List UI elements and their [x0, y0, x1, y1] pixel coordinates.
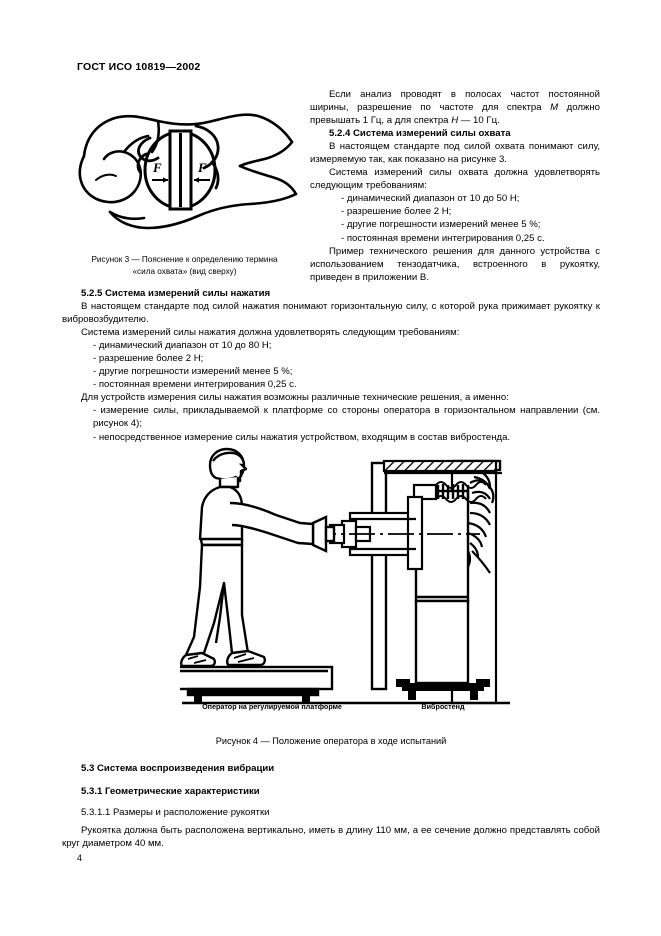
paragraph-handle-dimensions: Рукоятка должна быть расположена вертика…: [62, 825, 600, 850]
paragraph-push-requirements-intro: Система измерений силы нажатия должна уд…: [81, 327, 460, 339]
handle-shaft-assembly: [310, 495, 480, 571]
adjustable-platform: [180, 665, 334, 702]
section-5-3-1-block: 5.3.1 Геометрические характеристики: [62, 785, 600, 798]
right-column-text: Если анализ проводят в полосах частот по…: [310, 88, 600, 284]
section-5-3-block: 5.3 Система воспроизведения вибрации: [62, 762, 600, 775]
heading-5-2-4: 5.2.4 Система измерений силы охвата: [329, 128, 511, 140]
grip-bullet-1: - динамический диапазон от 10 до 50 Н;: [341, 193, 520, 205]
paragraph-push-force-def: В настоящем стандарте под силой нажатия …: [62, 301, 600, 326]
push-bullet-2: - разрешение более 2 Н;: [93, 353, 204, 365]
push-bullet-4: - постоянная времени интегрирования 0,25…: [93, 379, 297, 391]
figure-3-caption-line-2: «сила охвата» (вид сверху): [132, 267, 237, 276]
paragraph-push-solutions-intro: Для устройств измерения силы нажатия воз…: [81, 392, 509, 404]
operator-shaker-drawing: [180, 447, 510, 705]
grip-bullet-3: - другие погрешности измерений менее 5 %…: [341, 219, 541, 231]
figure-4-caption: Рисунок 4 — Положение оператора в ходе и…: [215, 736, 447, 746]
push-solution-bullet-2: - непосредственное измерение силы нажати…: [93, 431, 511, 443]
paragraph-spectrum-resolution: Если анализ проводят в полосах частот по…: [310, 88, 600, 127]
cable-bundle: [467, 470, 495, 574]
page-number: 4: [77, 853, 83, 863]
para-1-part-b: должно превышать 1 Гц, а для спектра: [310, 102, 600, 127]
figure-4-label-shaker: Вибростенд: [421, 702, 465, 711]
shaker-body: [414, 489, 470, 685]
figure-3-hand-grip-illustration: F F: [72, 92, 300, 250]
shaker-base: [396, 679, 490, 700]
section-5-3-1-1-text: Рукоятка должна быть расположена вертика…: [62, 824, 600, 850]
support-column: [370, 461, 388, 691]
standard-header: ГОСТ ИСО 10819—2002: [77, 61, 201, 73]
shaker-bellows: [412, 481, 487, 503]
grip-bullet-4: - постоянная времени интегрирования 0,25…: [341, 232, 545, 244]
figure-4-operator-illustration: [180, 447, 600, 710]
force-annotation-left: F: [152, 160, 168, 183]
hatched-ceiling-band: [382, 459, 502, 475]
paragraph-grip-requirements-intro: Система измерений силы охвата должна удо…: [310, 167, 600, 192]
push-bullet-1: - динамический диапазон от 10 до 80 Н;: [93, 340, 272, 352]
force-label-right: F: [197, 160, 207, 175]
heading-5-3-1: 5.3.1 Геометрические характеристики: [81, 786, 260, 797]
spectrum-m-symbol: M: [550, 102, 559, 114]
para-1-part-c: — 10 Гц.: [458, 115, 500, 127]
figure-3-caption-line-1: Рисунок 3 — Пояснение к определению терм…: [91, 255, 278, 264]
heading-5-3: 5.3 Система воспроизведения вибрации: [81, 763, 275, 774]
paragraph-grip-force-def: В настоящем стандарте под силой охвата п…: [310, 141, 600, 166]
paragraph-grip-example: Пример технического решения для данного …: [310, 245, 600, 283]
spectrum-h-symbol: H: [451, 115, 459, 127]
heading-5-3-1-1: 5.3.1.1 Размеры и расположение рукоятки: [81, 807, 270, 818]
section-5-2-5-block: 5.2.5 Система измерений силы нажатия В н…: [62, 287, 600, 444]
force-label-left: F: [152, 160, 162, 175]
para-1-part-a: Если анализ проводят в полосах частот по…: [310, 89, 600, 114]
figure-3-caption: Рисунок 3 — Пояснение к определению терм…: [62, 254, 307, 278]
heading-5-2-5: 5.2.5 Система измерений силы нажатия: [81, 288, 271, 299]
grip-bullet-2: - разрешение более 2 Н;: [341, 206, 452, 218]
force-annotation-right: F: [194, 160, 210, 183]
push-solution-bullet-1: - измерение силы, прикладываемой к платф…: [93, 405, 600, 430]
hand-grip-fitting: [311, 515, 336, 553]
figure-4-label-operator: Оператор на регулируемой платформе: [202, 702, 342, 711]
section-5-3-1-1-block: 5.3.1.1 Размеры и расположение рукоятки: [62, 806, 600, 819]
hand-grip-drawing: F F: [78, 113, 298, 230]
operator-figure: [180, 447, 315, 668]
push-bullet-3: - другие погрешности измерений менее 5 %…: [93, 366, 293, 378]
